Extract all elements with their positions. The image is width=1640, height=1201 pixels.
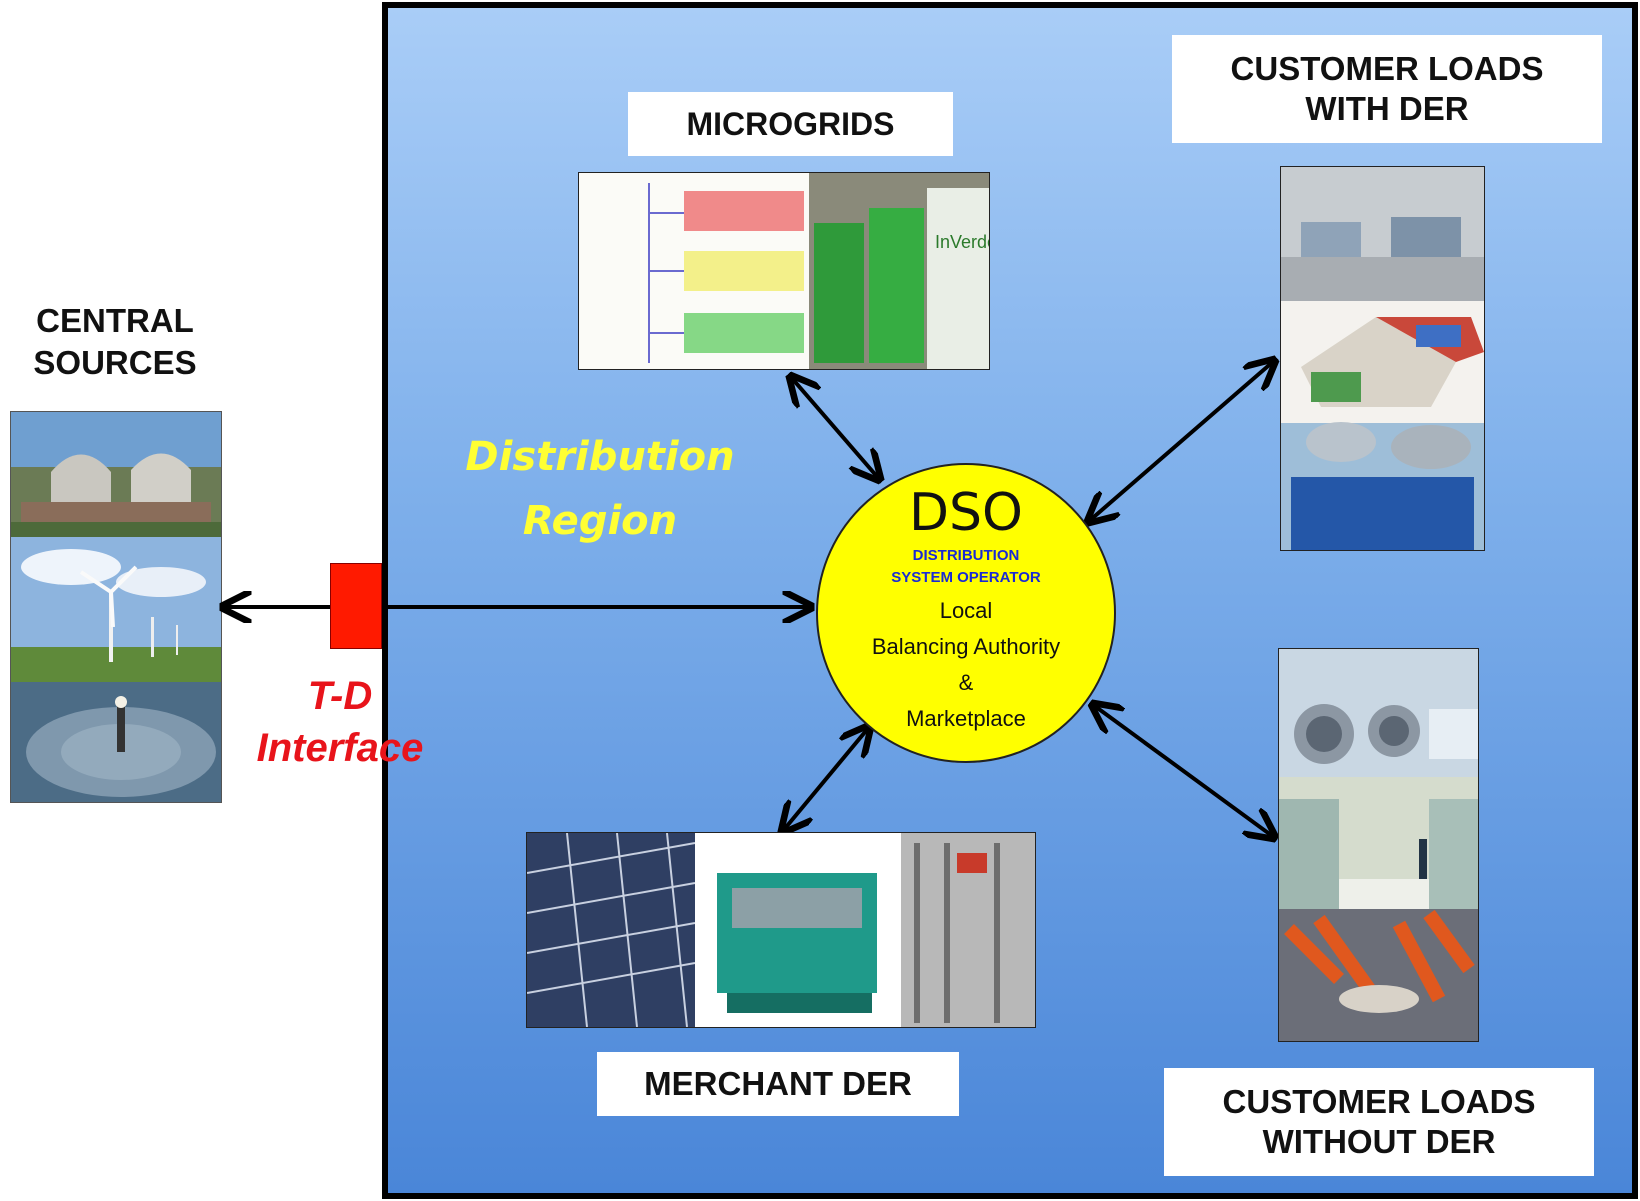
- inverde-text: InVerde: [935, 232, 989, 252]
- merchant-dso-arrow: [782, 726, 870, 832]
- dso-circle: DSO DISTRIBUTION SYSTEM OPERATOR Local B…: [816, 463, 1116, 763]
- dso-description: Local Balancing Authority & Marketplace: [871, 598, 1061, 731]
- merchant-der-label: MERCHANT DER: [597, 1052, 959, 1116]
- microgrids-dso-arrow: [790, 376, 880, 480]
- microgrids-photo: InVerde: [578, 172, 990, 370]
- wind-turbine-photo: [11, 537, 221, 682]
- customer-loads-without-der-photos: [1278, 648, 1479, 1042]
- central-sources-photos: [10, 411, 222, 803]
- customer-noder-dso-arrow: [1092, 704, 1275, 838]
- microgrids-label: MICROGRIDS: [628, 92, 953, 156]
- td-interface-block: [330, 563, 382, 649]
- dso-subtitle: DISTRIBUTION SYSTEM OPERATOR: [891, 547, 1041, 586]
- customer-loads-with-der-label: CUSTOMER LOADS WITH DER: [1172, 35, 1602, 143]
- td-interface-label: T-D Interface: [256, 674, 424, 770]
- merchant-der-photo: [526, 832, 1036, 1028]
- customer-loads-without-der-label: CUSTOMER LOADS WITHOUT DER: [1164, 1068, 1594, 1176]
- customer-loads-with-der-photos: [1280, 166, 1485, 551]
- customer-der-dso-arrow: [1088, 360, 1275, 522]
- distribution-region-label: Distribution Region: [465, 434, 735, 544]
- solar-tower-photo: [11, 682, 221, 802]
- dso-title: DSO: [909, 483, 1023, 543]
- nuclear-plant-photo: [11, 412, 221, 537]
- central-sources-label: CENTRAL SOURCES: [33, 302, 197, 381]
